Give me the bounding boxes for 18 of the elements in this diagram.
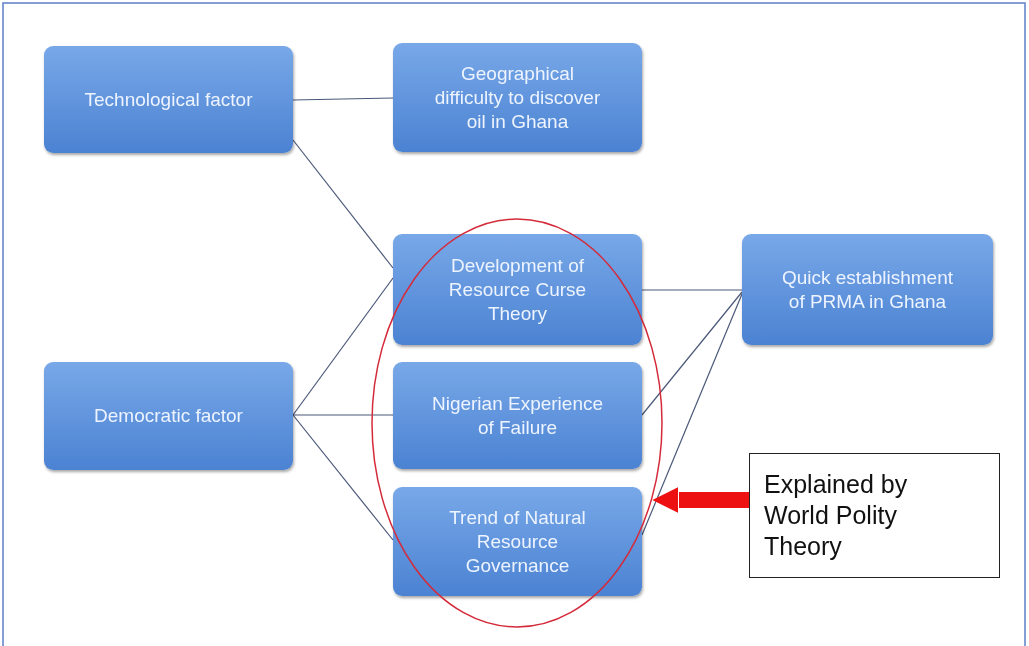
- connector-line: [292, 414, 394, 541]
- note-box: Explained by World Polity Theory: [749, 453, 1000, 578]
- highlight-ellipse: [371, 218, 663, 628]
- connector-line: [641, 289, 743, 291]
- process-box: Democratic factor: [44, 362, 293, 470]
- block-arrow: [652, 487, 749, 513]
- connector-line: [292, 277, 394, 416]
- process-box: Nigerian Experience of Failure: [393, 362, 642, 469]
- connector-line: [292, 414, 394, 416]
- connector-line: [641, 291, 743, 416]
- process-box: Quick establishment of PRMA in Ghana: [742, 234, 993, 345]
- connector-line: [641, 293, 743, 536]
- connector-line: [292, 97, 394, 101]
- connector-line: [292, 139, 394, 269]
- process-box: Development of Resource Curse Theory: [393, 234, 642, 345]
- process-box: Technological factor: [44, 46, 293, 153]
- process-box: Geographical difficulty to discover oil in Ghana: [393, 43, 642, 152]
- process-box: Trend of Natural Resource Governance: [393, 487, 642, 596]
